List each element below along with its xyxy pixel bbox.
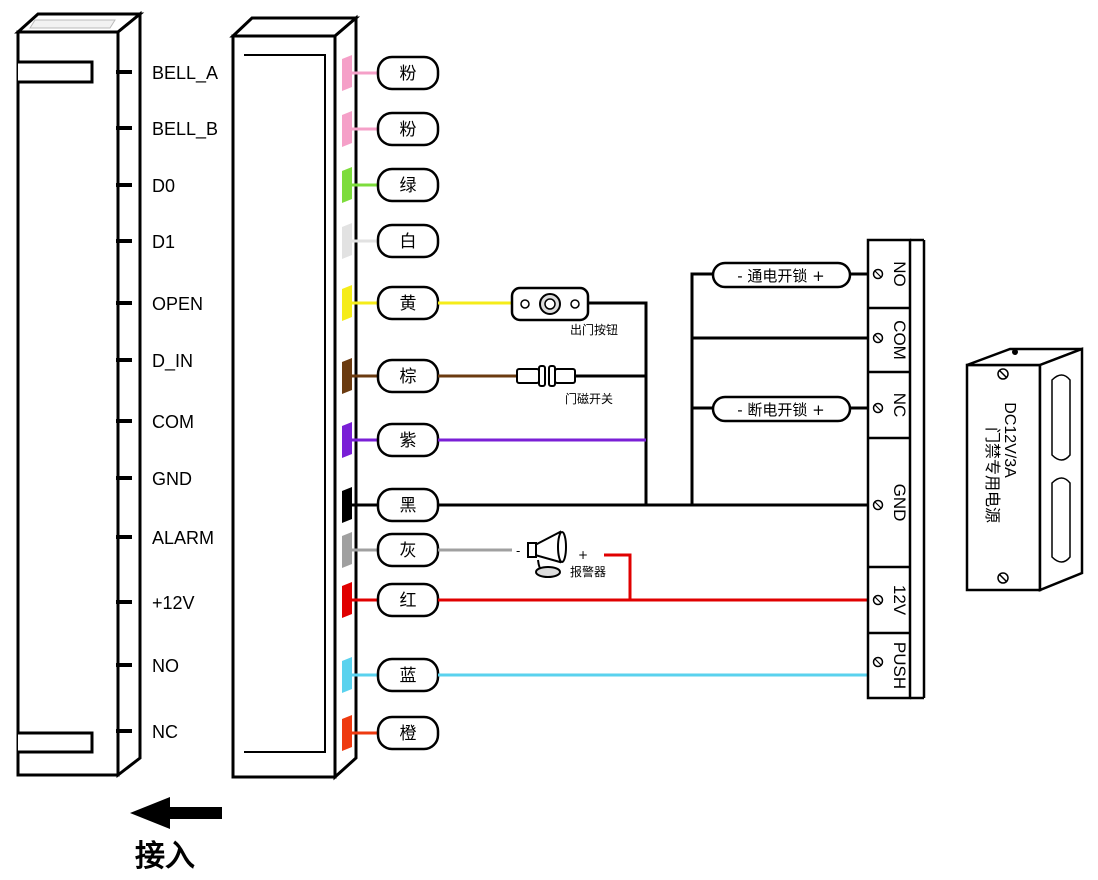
terminal-label: COM (890, 320, 909, 360)
power-off-unlock-label: - 断电开锁 + (737, 401, 825, 419)
terminal-list: NO COM NC GND 12V PUSH (868, 261, 910, 689)
wire-color-label: 绿 (400, 176, 417, 196)
button-return-wire (588, 301, 648, 505)
psu-box (965, 347, 1084, 592)
relay-bus (690, 272, 713, 505)
terminal-label: NO (890, 261, 909, 287)
pin-label: +12V (152, 593, 195, 613)
wire-color-label: 粉 (400, 120, 417, 140)
power-off-unlock-bubble: - 断电开锁 + (711, 395, 852, 423)
terminal-label: GND (890, 484, 909, 522)
exit-button-label: 出门按钮 (570, 322, 618, 337)
harness-connector (229, 14, 361, 781)
wire-color-label: 灰 (400, 541, 417, 561)
wire-color-label: 白 (400, 232, 417, 252)
alarm-label: 报警器 (570, 564, 606, 579)
wire-color-tab (342, 422, 352, 458)
terminal-label: 12V (890, 585, 909, 616)
wire-color-tab (342, 223, 352, 259)
wire-color-tab (342, 657, 352, 693)
alarm-plus-label: + (578, 548, 588, 562)
wire-color-tab (342, 582, 352, 618)
alarm-minus-label: - (516, 544, 520, 558)
wire-color-tab (342, 358, 352, 394)
wire-color-tab (342, 487, 352, 523)
terminal-label: PUSH (890, 642, 909, 689)
pin-label: NC (152, 722, 178, 742)
wire-color-bubble (376, 111, 440, 147)
terminal-label: NC (890, 393, 909, 418)
alarm-siren-device (527, 530, 567, 578)
powered-unlock-label: - 通电开锁 + (737, 267, 825, 285)
reader-connector (14, 10, 145, 779)
pin-label: D1 (152, 232, 175, 252)
pin-label: D0 (152, 176, 175, 196)
wire-color-bubble (376, 55, 440, 91)
input-arrow (130, 797, 222, 829)
wire-color-bubble (376, 167, 440, 203)
wire-color-label: 棕 (400, 367, 417, 387)
wire-color-tab (342, 55, 352, 91)
psu-rating: DC12V/3A (1001, 402, 1018, 478)
wire-color-label: 黄 (400, 294, 417, 314)
pin-label: OPEN (152, 294, 203, 314)
pin-label: BELL_A (152, 63, 218, 84)
pin-label: NO (152, 656, 179, 676)
pin-label: BELL_B (152, 119, 218, 140)
wire-color-bubble (376, 223, 440, 259)
pin-label: ALARM (152, 528, 214, 548)
terminal-block (866, 238, 926, 700)
connector-top-shading (29, 19, 116, 29)
pin-label: GND (152, 469, 192, 489)
wire-color-tab (342, 111, 352, 147)
wire-color-tab (342, 715, 352, 751)
wire-color-tab (342, 532, 352, 568)
wire-color-label: 橙 (400, 724, 417, 744)
wire-color-tab (342, 285, 352, 321)
powered-unlock-bubble: - 通电开锁 + (711, 261, 852, 289)
wire-color-label: 蓝 (400, 666, 417, 686)
wire-color-tab (342, 167, 352, 203)
pin-label: COM (152, 412, 194, 432)
door-sensor-label: 门磁开关 (565, 391, 613, 406)
wire-color-bubble (376, 715, 440, 751)
exit-button-device (510, 286, 590, 322)
alarm-plus-wire (604, 553, 632, 600)
wire-color-label: 红 (400, 591, 417, 611)
wire-color-label: 黑 (400, 496, 417, 516)
wire-color-label: 粉 (400, 64, 417, 84)
circuit-lines (438, 272, 868, 677)
pin-label: D_IN (152, 351, 193, 372)
psu-screws (997, 368, 1009, 584)
wire-color-label: 紫 (400, 431, 417, 451)
psu-name: 门禁专用电源 (983, 427, 1001, 523)
arrow-label: 接入 (135, 839, 195, 874)
door-sensor-device (516, 365, 576, 387)
